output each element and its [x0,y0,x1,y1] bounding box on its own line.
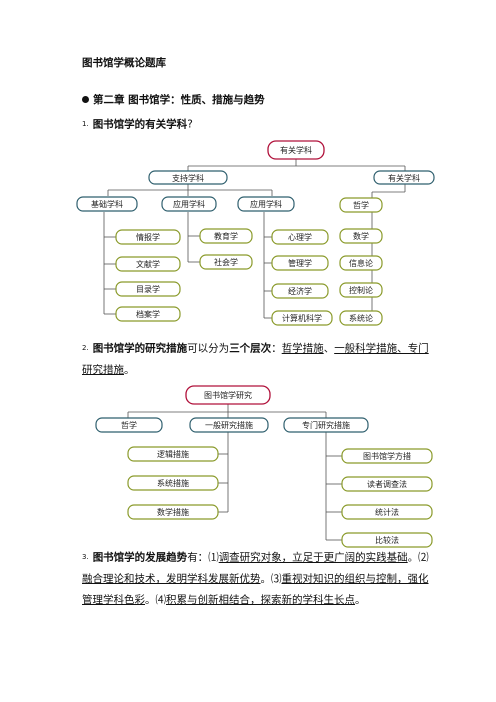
statistics-node [341,504,433,520]
special-method-node [283,417,369,433]
logic-method-node [127,446,219,462]
bibliography-node [115,281,181,297]
bibliography-label: 目录学 [136,284,160,294]
trend-1: 调查研究对象，立足于更广阔的实践基础 [218,551,408,564]
management-label: 管理学 [288,258,312,268]
sociology-label: 社会学 [214,257,238,267]
mathematics-node [339,228,383,244]
philology-label: 文献学 [136,259,160,269]
education-label: 教育学 [214,231,238,241]
support-subjects-node [148,170,228,185]
archives-node [115,306,181,322]
diagram1-root-label: 有关学科 [280,145,312,155]
question-text: 图书馆学的有关学科 [92,118,188,131]
general-method-label: 一般研究措施 [205,420,253,430]
philosophy-method-label: 哲学 [121,420,137,430]
philosophy-label: 哲学 [353,200,369,210]
mathematics-label: 数学 [353,231,369,241]
applied-subjects-label-2: 应用学科 [250,199,282,209]
chapter-title: 第二章 图书馆学：性质、措施与趋势 [93,94,265,106]
trend-3: 重视对知识的组织与控制，强化管理学科色彩 [82,572,429,606]
diagram2-root-label: 图书馆学研究 [204,390,252,400]
info-science-label: 情报学 [136,232,160,242]
systems-theory-node [339,310,383,326]
diagram2-connectors [127,404,342,541]
management-node [271,255,329,271]
question-number: 3. [82,553,89,561]
text-span: 。⑵ [407,551,429,564]
economics-node [271,283,329,299]
question-number: 1. [82,120,89,128]
reader-survey-label: 读者调查法 [367,479,407,489]
applied-subjects-label-1: 应用学科 [173,199,205,209]
economics-label: 经济学 [288,286,312,296]
diagram1-root-node [267,140,325,160]
question-number: 2. [82,344,89,352]
text-span: 。 [124,363,135,376]
info-science-node [115,229,181,245]
text-span: 、 [323,342,335,355]
computer-science-label: 计算机科学 [282,313,322,323]
psychology-label: 心理学 [288,232,312,242]
library-method-node [341,448,433,464]
question-3: 3.图书馆学的发展趋势有：⑴调查研究对象，立足于更广阔的实践基础。⑵ 融合理论和技… [82,547,434,611]
question-bold-text-2: 三个层次 [229,342,272,355]
systems-method-node [127,475,219,491]
control-theory-label: 控制论 [349,285,373,295]
question-1: 1.图书馆学的有关学科? [82,114,193,136]
question-bold-text: 图书馆学的发展趋势 [92,551,188,564]
philosophy-method-node [95,417,163,433]
trend-4: 积累与创新相结合，探索新的学科生长点 [166,593,355,606]
information-theory-node [339,255,383,271]
philology-node [115,256,181,272]
psychology-node [271,229,329,245]
comparison-node [341,532,433,548]
method-2: 一般科学措施、专门研究措施 [82,342,429,376]
text-span: 。 [355,593,366,606]
basic-subjects-label: 基础学科 [91,199,123,209]
sociology-node [199,254,253,270]
math-method-node [127,504,219,520]
computer-science-node [271,310,333,326]
question-mark: ? [187,118,193,131]
text-span: ： [271,342,282,355]
philosophy-node [339,197,383,213]
special-method-label: 专门研究措施 [302,420,350,430]
applied-subjects-node-1 [161,196,217,212]
text-span: 。⑷ [145,593,166,606]
comparison-label: 比较法 [375,535,399,545]
information-theory-label: 信息论 [349,258,373,268]
control-theory-node [339,282,383,298]
text-span: 可以分为 [187,342,230,355]
archives-label: 档案学 [136,309,160,319]
text-span: 。⑶ [260,572,282,585]
basic-subjects-node [76,196,138,212]
library-method-label: 图书馆学方措 [363,451,411,461]
general-method-node [189,417,269,433]
statistics-label: 统计法 [375,507,399,517]
question-bold-text: 图书馆学的研究措施 [92,342,188,355]
applied-subjects-node-2 [237,196,295,212]
page-title: 图书馆学概论题库 [82,57,166,69]
diagram2-root-node [185,385,271,405]
math-method-label: 数学措施 [157,507,189,517]
chapter-heading: 第二章 图书馆学：性质、措施与趋势 [82,92,265,107]
systems-theory-label: 系统论 [349,313,373,323]
trend-2: 融合理论和技术，发明学科发展新优势 [82,572,261,585]
bullet-icon [82,96,89,103]
method-1: 哲学措施 [281,342,324,355]
support-subjects-label: 支持学科 [172,173,204,183]
text-span: ⑴ [208,551,219,564]
diagram1-connectors [103,159,406,319]
related-subjects-node [373,170,435,185]
related-subjects-label: 有关学科 [388,173,420,183]
systems-method-label: 系统措施 [157,478,189,488]
question-2: 2.图书馆学的研究措施可以分为三个层次：哲学措施、一般科学措施、专门研究措施。 [82,338,434,381]
text-span: 有： [187,551,209,564]
logic-method-label: 逻辑措施 [157,449,189,459]
education-node [199,228,253,244]
reader-survey-node [341,476,433,492]
